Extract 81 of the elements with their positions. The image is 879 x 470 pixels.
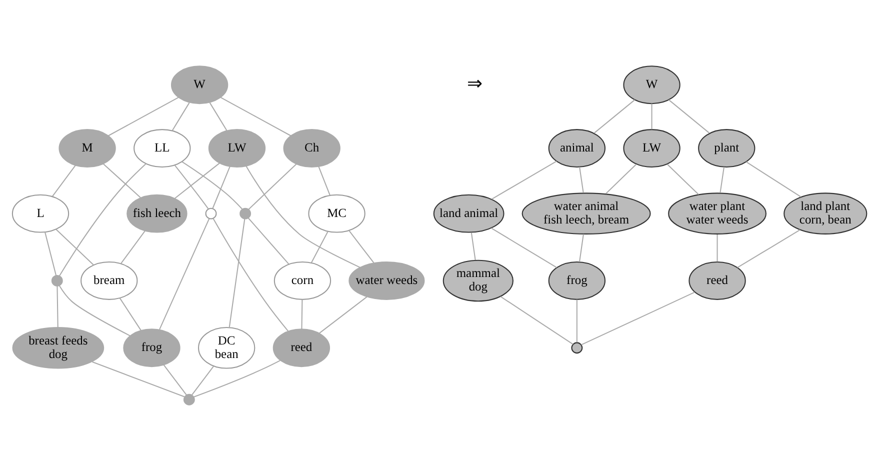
node-ellipse: animal xyxy=(548,128,606,168)
connector xyxy=(56,286,58,327)
connector xyxy=(119,297,142,330)
connector xyxy=(651,103,652,129)
connector xyxy=(500,296,574,344)
node-circle xyxy=(571,342,583,354)
connector xyxy=(248,163,297,210)
connector xyxy=(159,218,210,330)
connector xyxy=(666,163,699,194)
node-circle xyxy=(183,393,195,405)
connector xyxy=(212,218,289,331)
connector xyxy=(579,166,584,192)
node-ellipse: land animal xyxy=(433,194,504,232)
connector xyxy=(319,296,368,334)
connector xyxy=(58,284,130,336)
connector xyxy=(310,230,328,262)
connector xyxy=(490,227,558,268)
node-ellipse: LW xyxy=(623,128,680,168)
node-ellipse: land plant corn, bean xyxy=(784,192,868,234)
connector xyxy=(182,160,242,209)
connector xyxy=(248,217,290,264)
node-circle xyxy=(240,207,252,219)
node-ellipse: LL xyxy=(134,128,191,168)
connector xyxy=(716,234,718,262)
connector xyxy=(581,291,695,345)
connector xyxy=(120,230,146,264)
node-ellipse: W xyxy=(170,65,228,104)
node-ellipse: breast feeds dog xyxy=(12,326,104,368)
connector xyxy=(56,228,94,265)
connector xyxy=(737,228,800,268)
connector xyxy=(606,163,637,194)
connector xyxy=(172,102,190,130)
node-circle xyxy=(205,207,217,219)
connector xyxy=(668,98,710,133)
connector xyxy=(746,160,802,197)
node-ellipse: corn xyxy=(274,260,332,300)
node-ellipse: frog xyxy=(548,260,606,300)
node-ellipse: reed xyxy=(688,260,746,300)
node-ellipse: plant xyxy=(698,128,756,168)
node-ellipse: water weeds xyxy=(348,260,425,300)
node-ellipse: LW xyxy=(208,128,266,168)
connector xyxy=(594,98,636,133)
connector xyxy=(194,359,280,397)
connector xyxy=(301,299,303,329)
connector xyxy=(163,364,187,395)
connector xyxy=(92,360,185,397)
node-ellipse: M xyxy=(58,128,116,168)
connector xyxy=(108,96,179,136)
node-ellipse: DC bean xyxy=(198,326,256,368)
node-ellipse: water animal fish leech, bream xyxy=(522,192,651,234)
connector xyxy=(228,218,246,327)
node-ellipse: water plant water weeds xyxy=(668,192,766,234)
node-ellipse: frog xyxy=(123,328,180,367)
connector xyxy=(52,164,76,196)
node-ellipse: Ch xyxy=(283,128,340,168)
connector xyxy=(470,232,476,260)
connector xyxy=(103,163,141,198)
connector xyxy=(174,162,220,198)
connector xyxy=(491,160,557,200)
connector xyxy=(44,231,57,276)
node-ellipse: reed xyxy=(272,328,330,367)
node-ellipse: mammal dog xyxy=(442,259,514,302)
connector xyxy=(576,299,578,342)
node-ellipse: W xyxy=(623,65,680,104)
node-ellipse: fish leech xyxy=(126,194,188,232)
connector xyxy=(58,163,146,276)
connector xyxy=(720,166,725,192)
connector xyxy=(174,164,209,209)
connector xyxy=(209,102,228,130)
connector xyxy=(192,365,214,395)
connector xyxy=(220,96,292,136)
node-ellipse: L xyxy=(12,194,70,232)
node-ellipse: MC xyxy=(308,194,366,232)
connector xyxy=(246,165,360,268)
connector xyxy=(348,230,374,263)
connector xyxy=(318,166,330,195)
connector xyxy=(212,166,230,208)
label: ⇒ xyxy=(467,72,484,94)
node-ellipse: bream xyxy=(80,260,138,300)
node-circle xyxy=(51,274,63,286)
connector xyxy=(578,234,584,262)
